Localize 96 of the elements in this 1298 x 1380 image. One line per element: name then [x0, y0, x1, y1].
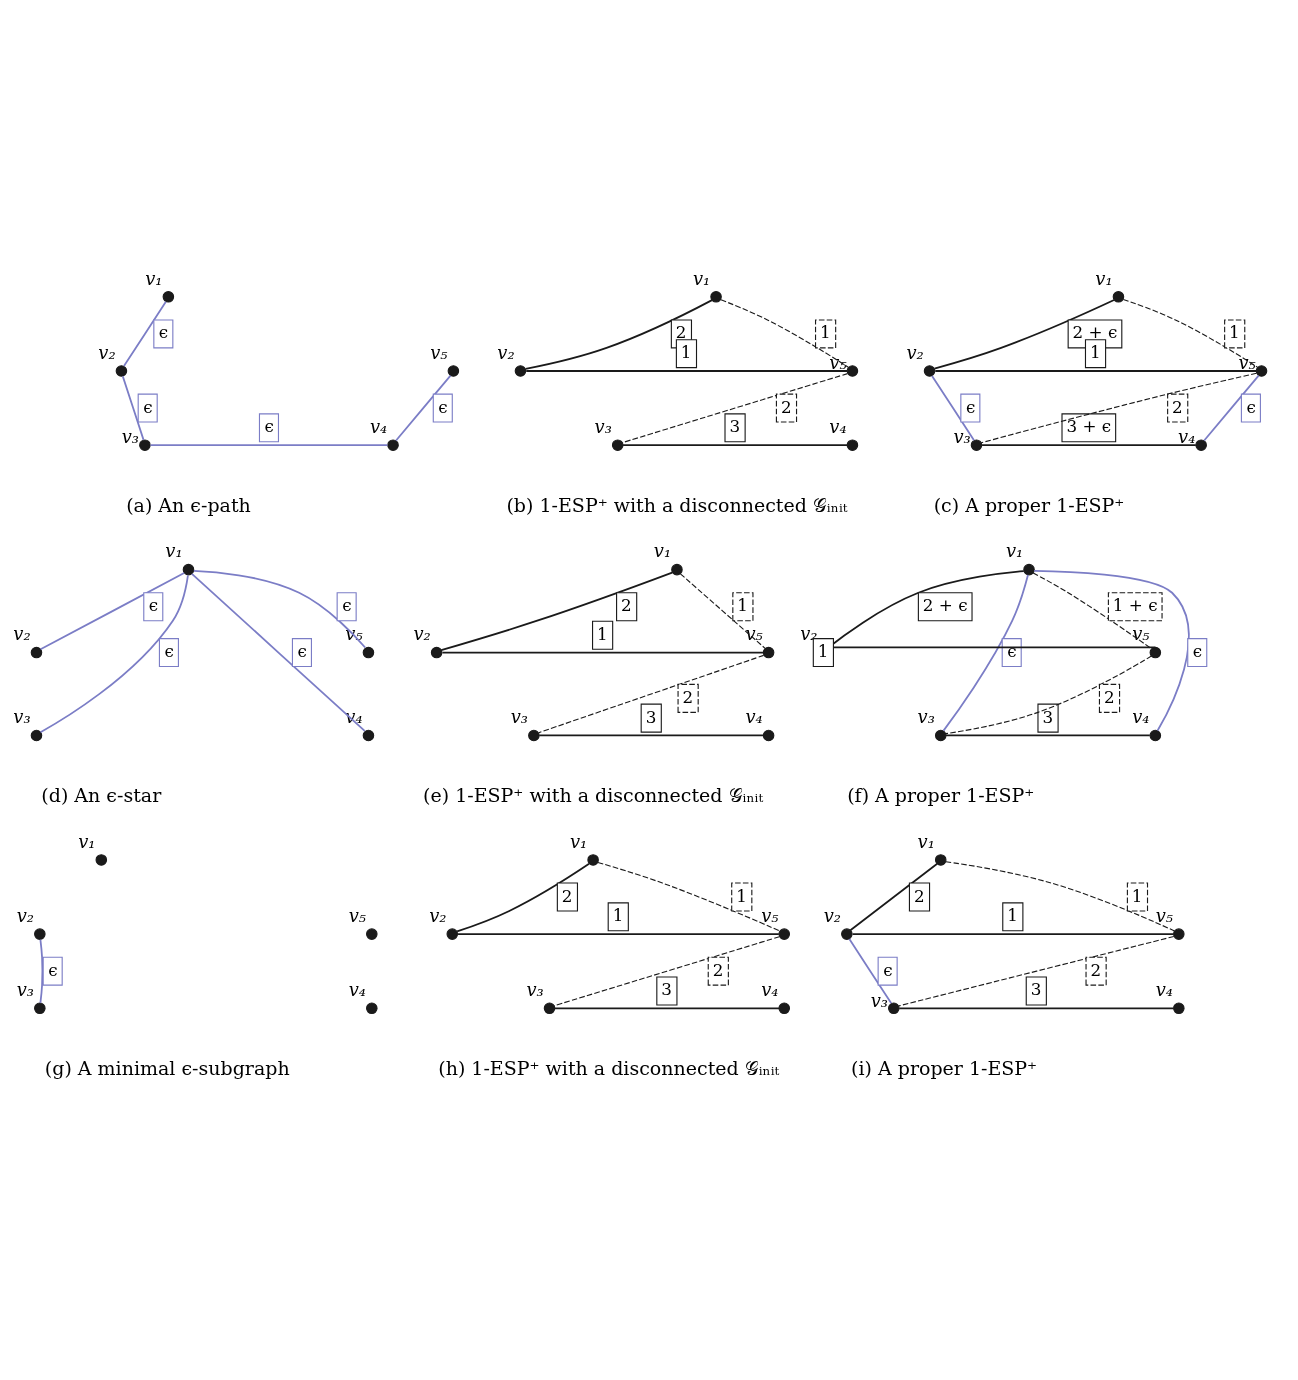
- node-label: v₃: [13, 706, 31, 728]
- node-label: v₄: [1178, 426, 1196, 448]
- node-label: v₃: [917, 706, 935, 728]
- edge-label: 3: [645, 706, 657, 727]
- node-label: v₂: [800, 623, 818, 645]
- edge-label: ϵ: [965, 396, 976, 417]
- edge-label: 1: [680, 342, 692, 363]
- edge-label: 2: [561, 885, 573, 906]
- edge-label: ϵ: [148, 595, 159, 616]
- node-label: v₁: [570, 830, 588, 852]
- edge-label: 1: [737, 595, 748, 616]
- node-label: v₄: [348, 979, 366, 1001]
- edge-label: 1: [597, 623, 608, 644]
- edge-label: 1: [817, 641, 829, 662]
- node-label: v₃: [953, 426, 971, 448]
- label: (b) 1-ESP⁺ with a disconnected 𝒢ᵢₙᵢₜ: [506, 493, 848, 516]
- edge-label: 2: [1172, 396, 1183, 417]
- edge-label: 3: [729, 416, 741, 437]
- label: (d) An ϵ-star: [41, 784, 162, 807]
- node-label: v₂: [413, 623, 431, 645]
- label: (h) 1-ESP⁺ with a disconnected 𝒢ᵢₙᵢₜ: [438, 1057, 780, 1080]
- edge-label: ϵ: [158, 322, 169, 343]
- edge-label: 1: [1089, 342, 1101, 363]
- node-label: v₁: [145, 267, 163, 289]
- node-label: v₂: [497, 341, 515, 363]
- edge-label: 3: [661, 979, 672, 1000]
- edge-label: 3: [1042, 706, 1054, 727]
- edge-label: 1: [1131, 885, 1143, 906]
- node-label: v₅: [829, 352, 847, 374]
- edge-label: 3 + ϵ: [1066, 416, 1112, 437]
- node-label: v₁: [692, 267, 711, 289]
- node-label: v₄: [761, 979, 779, 1001]
- edge-label: 1: [612, 905, 624, 926]
- node-label: v₁: [917, 830, 935, 852]
- node-label: v₅: [1155, 904, 1173, 926]
- node-label: v₃: [870, 989, 888, 1011]
- edge-label: 2: [913, 885, 925, 906]
- node-label: v₂: [906, 341, 924, 363]
- node-label: v₂: [13, 623, 31, 645]
- edge-label: ϵ: [143, 396, 153, 417]
- node-label: v₃: [526, 979, 544, 1001]
- edge-label: 2: [1090, 959, 1102, 980]
- node-label: v₃: [510, 706, 529, 728]
- node-label: v₃: [16, 979, 34, 1001]
- label: (e) 1-ESP⁺ with a disconnected 𝒢ᵢₙᵢₜ: [423, 784, 764, 807]
- node-label: v₁: [78, 830, 96, 852]
- edge-label: ϵ: [48, 959, 58, 980]
- edge-label: 2: [712, 959, 724, 980]
- node-label: v₁: [653, 540, 672, 562]
- edge-label: ϵ: [297, 641, 307, 662]
- edge-label: 1: [1007, 905, 1018, 926]
- edge-label: 1 + ϵ: [1112, 595, 1158, 616]
- edge-label: 2: [682, 686, 694, 707]
- node-label: v₅: [348, 904, 366, 926]
- node-label: v₃: [594, 416, 612, 438]
- label: (f) A proper 1-ESP⁺: [847, 784, 1035, 807]
- edge-label: 2: [780, 396, 792, 417]
- node-label: v₂: [429, 904, 447, 926]
- edge-label: ϵ: [1007, 641, 1017, 662]
- node-label: v₅: [1132, 623, 1150, 645]
- node-label: v₅: [745, 623, 763, 645]
- node-label: v₂: [823, 904, 841, 926]
- node-label: v₁: [165, 540, 183, 562]
- edge-label: 2 + ϵ: [1072, 322, 1118, 343]
- edge-label: ϵ: [264, 416, 274, 437]
- node-label: v₄: [1132, 706, 1150, 728]
- label: (i) A proper 1-ESP⁺: [851, 1057, 1038, 1080]
- edge-label: ϵ: [1246, 396, 1256, 417]
- node-label: v₁: [1095, 267, 1113, 289]
- label: (c) A proper 1-ESP⁺: [933, 493, 1125, 516]
- edge-label: 1: [1229, 322, 1240, 343]
- node-label: v₂: [98, 341, 116, 363]
- edge-label: ϵ: [1192, 641, 1203, 662]
- edge-label: 1: [820, 322, 831, 343]
- edge-label: ϵ: [438, 396, 448, 417]
- edge-label: ϵ: [164, 641, 174, 662]
- node-label: v₄: [1155, 979, 1173, 1001]
- node-label: v₂: [16, 904, 34, 926]
- node-label: v₅: [430, 341, 448, 363]
- node-label: v₅: [1238, 352, 1256, 374]
- label: (g) A minimal ϵ-subgraph: [44, 1057, 290, 1080]
- edge-label: 2 + ϵ: [922, 595, 968, 616]
- edge-label: 1: [736, 885, 747, 906]
- node-label: v₄: [745, 706, 763, 728]
- label: (a) An ϵ-path: [126, 493, 251, 516]
- node-label: v₄: [369, 416, 388, 438]
- node-label: v₁: [1005, 540, 1024, 562]
- edge-label: 2: [1103, 686, 1115, 707]
- edge-label: ϵ: [883, 959, 893, 980]
- node-label: v₃: [121, 426, 140, 448]
- node-label: v₄: [829, 416, 847, 438]
- node-label: v₅: [761, 904, 779, 926]
- edge-label: 2: [621, 595, 632, 616]
- edge-label: 2: [675, 322, 687, 343]
- edge-label: 3: [1030, 979, 1042, 1000]
- edge-label: ϵ: [342, 595, 352, 616]
